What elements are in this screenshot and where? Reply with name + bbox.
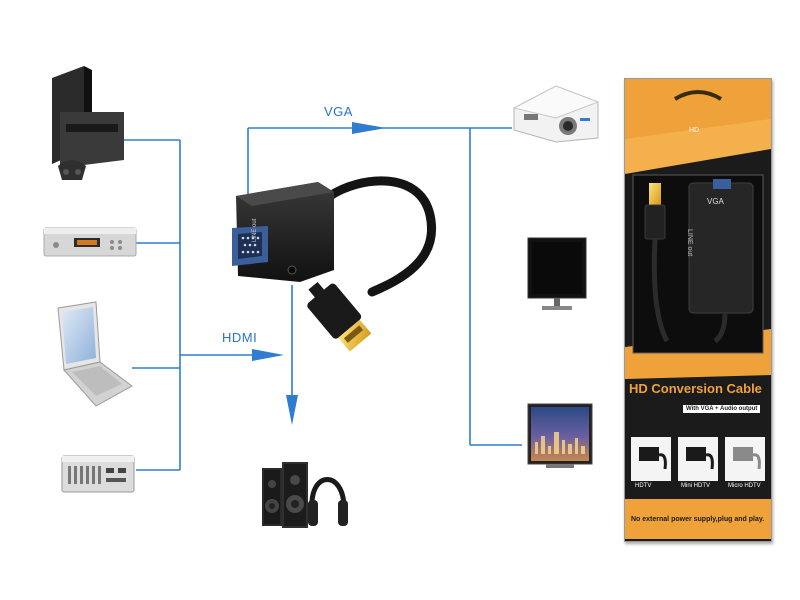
- variant-label-micro-hdtv: Micro HDTV: [728, 483, 761, 489]
- adapter-port-label: LINE out: [252, 218, 258, 242]
- hdmi-plug-icon: [307, 281, 372, 352]
- package-footer: No external power supply,plug and play.: [631, 516, 765, 523]
- package-art: [625, 90, 771, 539]
- vga-port-icon: [232, 226, 268, 266]
- hdmi-label: HDMI: [222, 330, 258, 345]
- vga-label: VGA: [324, 104, 353, 119]
- connection-lines: [124, 127, 522, 471]
- variant-label-hdtv: HDTV: [635, 483, 652, 489]
- vga-arrow-icon: [352, 122, 386, 134]
- product-package: HD VGA LINE out HD Conversion Cable With…: [624, 78, 772, 542]
- package-badge: HD: [689, 127, 700, 134]
- package-window-line-out: LINE out: [686, 229, 693, 257]
- hdmi-arrow-icon: [252, 349, 284, 361]
- package-window-vga: VGA: [707, 197, 724, 206]
- projector-icon: [512, 85, 600, 143]
- desktop-pc-icon: [61, 455, 135, 493]
- game-console-icon: [52, 66, 124, 180]
- audio-jack-icon: [287, 265, 297, 275]
- set-top-box-icon: [43, 227, 137, 257]
- monitor-icon: [527, 237, 587, 310]
- tv-icon: [527, 403, 593, 468]
- laptop-icon: [57, 301, 133, 407]
- audio-arrow-icon: [286, 395, 298, 425]
- package-title: HD Conversion Cable: [629, 381, 762, 396]
- speakers-headphones-icon: [262, 462, 348, 528]
- hdmi-to-vga-adapter: [232, 176, 436, 352]
- variant-label-mini-hdtv: Mini HDTV: [681, 483, 711, 489]
- package-subtitle: With VGA + Audio output: [683, 405, 761, 413]
